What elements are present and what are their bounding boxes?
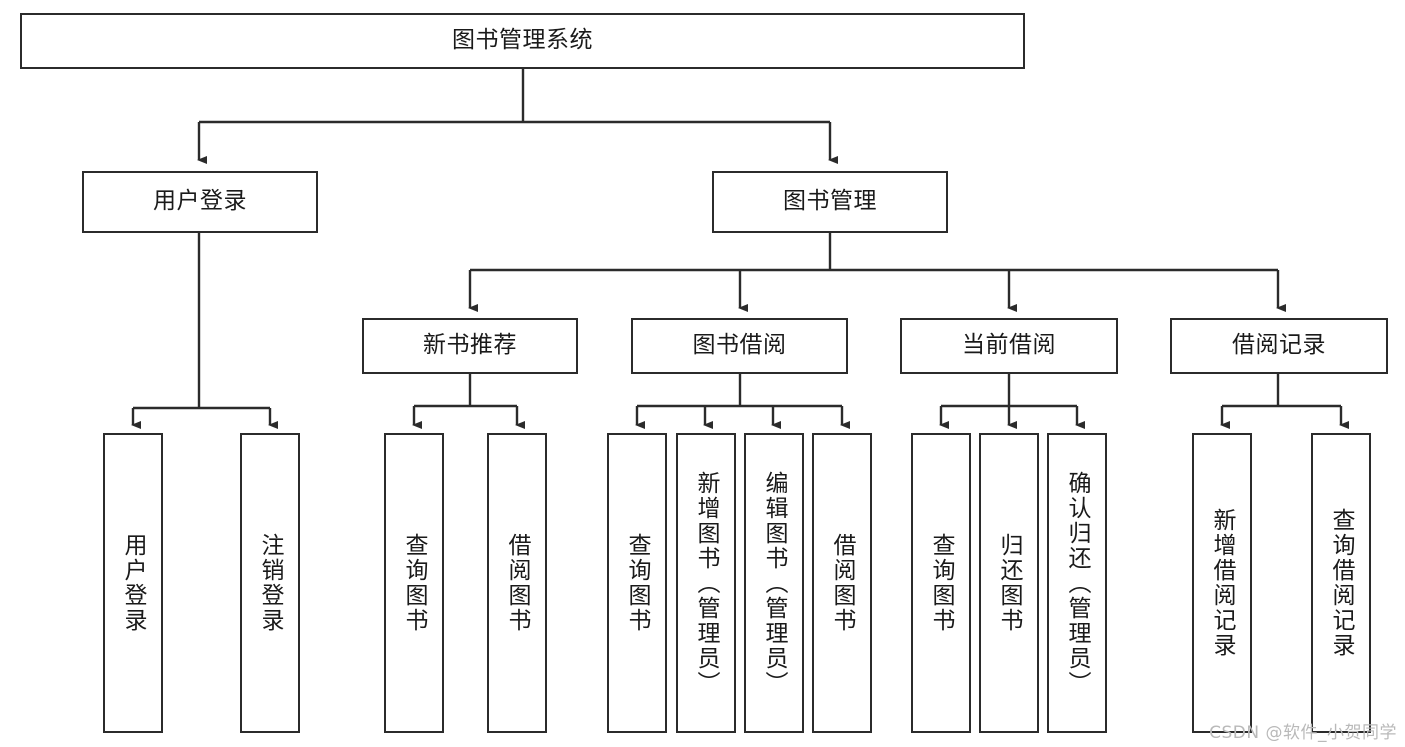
node-label: 图书借阅 <box>692 332 787 359</box>
node-borrow-record[interactable]: 借阅记录 <box>1170 318 1388 374</box>
node-label: 图书管理系统 <box>452 27 593 54</box>
leaf-new-book-borrow-book[interactable]: 借阅图书 <box>487 433 547 733</box>
node-root-book-management-system[interactable]: 图书管理系统 <box>20 13 1025 69</box>
node-label: 当前借阅 <box>962 332 1056 359</box>
leaf-current-borrow-return-book[interactable]: 归还图书 <box>979 433 1039 733</box>
leaf-current-borrow-query-book[interactable]: 查询图书 <box>911 433 971 733</box>
leaf-user-login-login[interactable]: 用户登录 <box>103 433 163 733</box>
node-book-borrow[interactable]: 图书借阅 <box>631 318 848 374</box>
leaf-borrow-record-add-record[interactable]: 新增借阅记录 <box>1192 433 1252 733</box>
node-new-book-recommend[interactable]: 新书推荐 <box>362 318 578 374</box>
node-label: 查询借阅记录 <box>1328 508 1354 658</box>
leaf-book-borrow-edit-book-admin[interactable]: 编辑图书（管理员） <box>744 433 804 733</box>
node-label: 用户登录 <box>153 188 247 215</box>
node-label: 借阅图书 <box>504 533 530 633</box>
node-label: 编辑图书（管理员） <box>761 470 787 696</box>
node-label: 借阅图书 <box>829 533 855 633</box>
leaf-book-borrow-add-book-admin[interactable]: 新增图书（管理员） <box>676 433 736 733</box>
leaf-book-borrow-query-book[interactable]: 查询图书 <box>607 433 667 733</box>
node-user-login[interactable]: 用户登录 <box>82 171 318 233</box>
node-label: 图书管理 <box>783 188 877 215</box>
leaf-user-login-logout[interactable]: 注销登录 <box>240 433 300 733</box>
node-current-borrow[interactable]: 当前借阅 <box>900 318 1118 374</box>
node-label: 注销登录 <box>257 533 283 633</box>
leaf-current-borrow-confirm-return-admin[interactable]: 确认归还（管理员） <box>1047 433 1107 733</box>
node-book-management[interactable]: 图书管理 <box>712 171 948 233</box>
leaf-borrow-record-query-record[interactable]: 查询借阅记录 <box>1311 433 1371 733</box>
node-label: 借阅记录 <box>1232 332 1326 359</box>
node-label: 确认归还（管理员） <box>1064 470 1090 696</box>
node-label: 新增图书（管理员） <box>693 470 719 696</box>
node-label: 查询图书 <box>928 533 954 633</box>
leaf-book-borrow-borrow-book[interactable]: 借阅图书 <box>812 433 872 733</box>
node-label: 新书推荐 <box>423 332 517 359</box>
leaf-new-book-query-book[interactable]: 查询图书 <box>384 433 444 733</box>
node-label: 归还图书 <box>996 533 1022 633</box>
node-label: 用户登录 <box>120 533 146 633</box>
csdn-watermark: CSDN @软件_小贺同学 <box>1209 723 1397 743</box>
node-label: 新增借阅记录 <box>1209 508 1235 658</box>
node-label: 查询图书 <box>624 533 650 633</box>
node-label: 查询图书 <box>401 533 427 633</box>
